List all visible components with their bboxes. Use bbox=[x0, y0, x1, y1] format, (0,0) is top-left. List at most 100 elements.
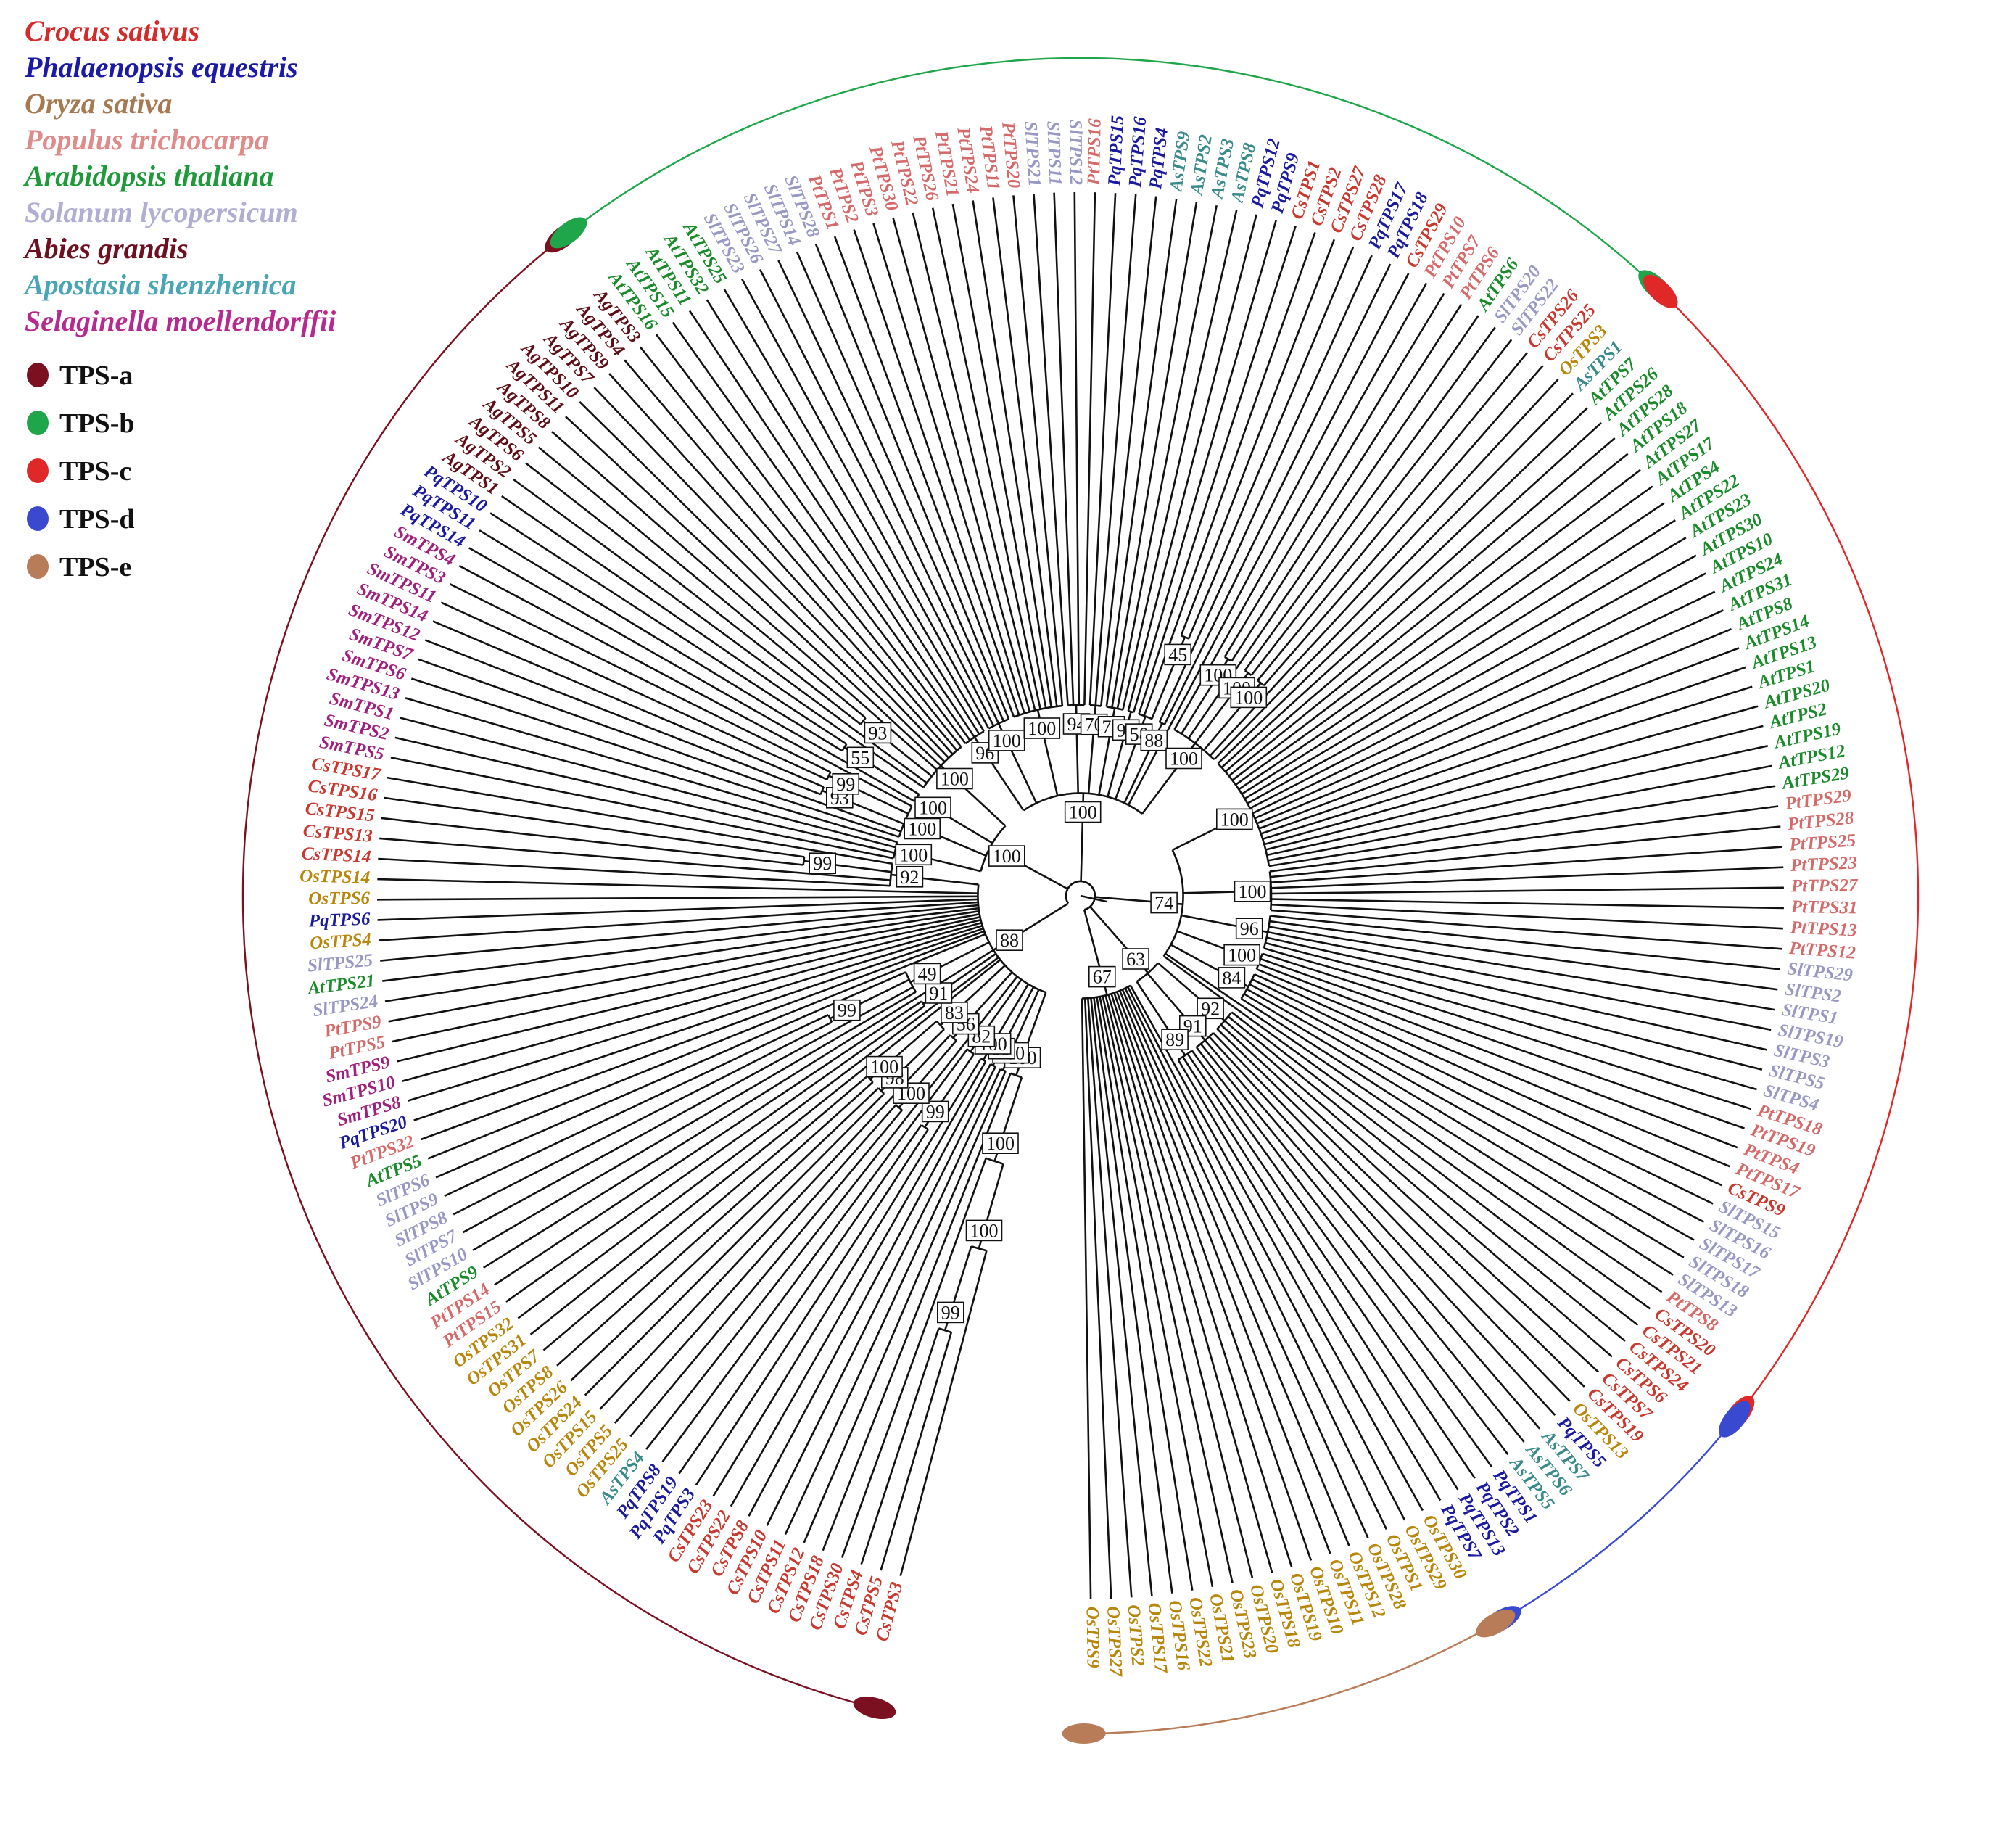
support-value-box: 99 bbox=[937, 1301, 964, 1323]
tip-branch bbox=[1102, 995, 1234, 1583]
tip-branch bbox=[1252, 590, 1716, 815]
tip-branch bbox=[1256, 627, 1732, 825]
tip-branch bbox=[645, 976, 1018, 1450]
tip-branch bbox=[435, 971, 906, 1179]
tip-branch bbox=[1265, 941, 1763, 1071]
tip-branch bbox=[1271, 866, 1784, 889]
tip-branch bbox=[1105, 198, 1178, 707]
tip-branch bbox=[424, 639, 822, 796]
tip-branch bbox=[449, 583, 831, 773]
tip-branch bbox=[1223, 1020, 1613, 1358]
tip-branch bbox=[401, 922, 982, 1082]
support-value-box: 88 bbox=[996, 929, 1023, 951]
support-value-box: 100 bbox=[965, 1219, 1003, 1241]
leaf-label: OsTPS6 bbox=[308, 889, 370, 908]
tip-branch bbox=[1244, 326, 1496, 672]
tip-branch bbox=[741, 279, 990, 730]
tip-branch bbox=[1258, 963, 1738, 1149]
tip-branch bbox=[1104, 994, 1254, 1578]
subfamily-legend-entry: TPS-d bbox=[27, 504, 134, 535]
svg-text:100: 100 bbox=[993, 730, 1021, 751]
tip-branch bbox=[377, 898, 978, 921]
tip-branch bbox=[407, 925, 983, 1102]
tip-branch bbox=[1093, 997, 1173, 1594]
support-value-box: 63 bbox=[1122, 948, 1149, 970]
svg-text:99: 99 bbox=[926, 1101, 945, 1122]
tip-branch bbox=[1263, 365, 1544, 687]
leaf-label: OsTPS9 bbox=[1082, 1607, 1102, 1669]
tip-branch bbox=[1213, 1032, 1571, 1402]
tip-branch bbox=[427, 933, 986, 1160]
tip-branch bbox=[1132, 219, 1278, 713]
tip-branch bbox=[525, 462, 862, 725]
support-value-box: 92 bbox=[896, 866, 924, 888]
tip-branch bbox=[1090, 997, 1153, 1596]
tip-branch bbox=[1240, 997, 1674, 1276]
tip-branch bbox=[1258, 647, 1740, 830]
svg-text:83: 83 bbox=[945, 1002, 964, 1023]
tip-branch bbox=[1158, 255, 1373, 723]
support-value-box: 99 bbox=[833, 999, 861, 1021]
tip-branch bbox=[1250, 339, 1513, 676]
support-value-box: 100 bbox=[1223, 944, 1260, 966]
subfamily-arc-end-marker bbox=[853, 1697, 896, 1720]
leaf-label: PtTPS27 bbox=[1790, 875, 1859, 896]
tip-branch bbox=[872, 223, 1025, 714]
tip-branch bbox=[517, 956, 999, 1319]
svg-text:100: 100 bbox=[908, 819, 936, 840]
branch-arc bbox=[1128, 710, 1134, 714]
subfamily-arc-end-marker bbox=[1643, 274, 1678, 308]
tip-branch bbox=[1241, 519, 1676, 795]
svg-text:99: 99 bbox=[813, 853, 832, 874]
tip-branch bbox=[1231, 1011, 1639, 1326]
tip-branch bbox=[1244, 537, 1687, 800]
tip-branch bbox=[1081, 998, 1092, 1599]
tip-branch bbox=[1083, 192, 1096, 706]
svg-text:63: 63 bbox=[1126, 949, 1145, 970]
tip-branch bbox=[1177, 1059, 1442, 1501]
tip-branch bbox=[1256, 968, 1730, 1168]
tip-branch bbox=[748, 1063, 992, 1517]
svg-text:88: 88 bbox=[1144, 730, 1163, 751]
tip-branch bbox=[880, 1332, 953, 1571]
tip-branch bbox=[1110, 993, 1293, 1567]
tip-branch bbox=[462, 986, 914, 1234]
tip-branch bbox=[1073, 191, 1081, 705]
support-value-box: 99 bbox=[809, 852, 836, 874]
support-value-layer: 1009910010010099100998210056988310091884… bbox=[809, 643, 1271, 1323]
tip-branch bbox=[405, 697, 898, 844]
tip-branch bbox=[1249, 983, 1705, 1223]
tip-branch bbox=[1260, 957, 1745, 1129]
tip-branch bbox=[468, 547, 915, 803]
tip-branch bbox=[784, 1068, 1001, 1536]
tip-branch bbox=[1271, 886, 1784, 895]
subfamily-arc-end-marker bbox=[1719, 1401, 1751, 1438]
species-legend-entry: Arabidopsis thaliana bbox=[22, 160, 273, 192]
svg-text:100: 100 bbox=[899, 844, 928, 865]
tip-branch bbox=[1094, 194, 1137, 706]
support-value-box: 100 bbox=[1199, 664, 1237, 686]
svg-text:45: 45 bbox=[1168, 644, 1187, 665]
svg-text:91: 91 bbox=[929, 983, 948, 1004]
support-value-box: 100 bbox=[1064, 801, 1102, 823]
species-legend-entry: Selaginella moellendorffii bbox=[25, 305, 336, 337]
leaf-label: PtTPS13 bbox=[1789, 918, 1857, 940]
tip-branch bbox=[551, 431, 938, 771]
tip-branch bbox=[1138, 226, 1297, 714]
support-value-box: 100 bbox=[1165, 747, 1202, 770]
svg-text:55: 55 bbox=[851, 747, 869, 768]
support-value-box: 91 bbox=[925, 982, 953, 1004]
tip-branch bbox=[494, 1000, 922, 1286]
svg-text:100: 100 bbox=[1239, 881, 1267, 902]
branch-arc bbox=[1159, 721, 1165, 725]
support-value-box: 99 bbox=[921, 1100, 949, 1122]
tip-branch bbox=[1099, 996, 1214, 1588]
support-value-box: 99 bbox=[832, 773, 859, 795]
support-value-box: 100 bbox=[988, 730, 1025, 751]
tip-branch bbox=[678, 1124, 922, 1475]
tip-branch bbox=[570, 1087, 880, 1382]
leaf-label: SlTPS21 bbox=[1020, 120, 1044, 187]
tip-branch bbox=[624, 359, 958, 751]
tip-branch bbox=[410, 677, 900, 838]
tip-branch bbox=[1173, 282, 1428, 730]
